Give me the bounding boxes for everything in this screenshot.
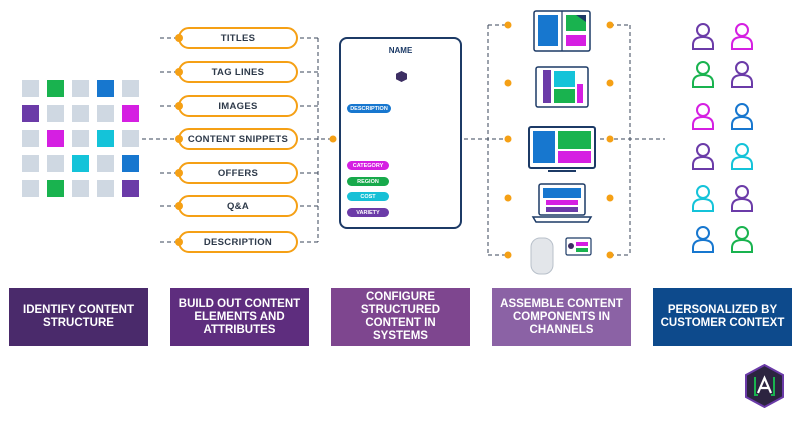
process-step-label: BUILD OUT CONTENT ELEMENTS AND ATTRIBUTE… <box>178 297 301 336</box>
card-tag-cost: COST <box>347 192 389 201</box>
grid-cell <box>122 155 139 172</box>
tablet-layout-icon <box>533 10 591 52</box>
process-step-banner: PERSONALIZED BY CUSTOMER CONTEXT <box>653 288 792 346</box>
grid-cell <box>22 80 39 97</box>
grid-cell <box>97 105 114 122</box>
grid-cell <box>22 155 39 172</box>
grid-cell <box>72 130 89 147</box>
grid-cell <box>22 180 39 197</box>
grid-cell <box>122 105 139 122</box>
customer-icons <box>692 23 753 253</box>
connector-dot-icon <box>175 102 183 110</box>
process-step-banner: BUILD OUT CONTENT ELEMENTS AND ATTRIBUTE… <box>170 288 309 346</box>
customer-person-icon <box>731 185 753 212</box>
process-step-label: ASSEMBLE CONTENT COMPONENTS IN CHANNELS <box>500 297 623 336</box>
connector-dot-icon <box>175 34 183 42</box>
grid-cell <box>122 180 139 197</box>
grid-cell <box>97 180 114 197</box>
grid-cell <box>122 130 139 147</box>
content-element-label: DESCRIPTION <box>203 236 273 248</box>
content-element-label: TAG LINES <box>211 66 265 78</box>
connector-dot-icon <box>175 202 183 210</box>
grid-cell <box>97 130 114 147</box>
customer-person-icon <box>731 143 753 170</box>
content-element-label: OFFERS <box>217 167 259 179</box>
content-element-pill: OFFERS <box>175 162 298 184</box>
connector-dot-icon <box>175 169 183 177</box>
process-step-banner: ASSEMBLE CONTENT COMPONENTS IN CHANNELS <box>492 288 631 346</box>
card-tag-variety: VARIETY <box>347 208 389 217</box>
grid-cell <box>47 130 64 147</box>
grid-cell <box>97 155 114 172</box>
content-structure-grid <box>22 80 139 197</box>
process-step-label: IDENTIFY CONTENT STRUCTURE <box>23 304 134 329</box>
grid-cell <box>47 155 64 172</box>
grid-cell <box>47 80 64 97</box>
laptop-icon <box>531 183 593 223</box>
grid-cell <box>72 180 89 197</box>
content-element-pill: CONTENT SNIPPETS <box>175 128 298 150</box>
structured-content-card: NAME DESCRIPTION CATEGORY REGION COST VA… <box>339 37 462 229</box>
agility-logo-icon <box>745 364 784 408</box>
grid-cell <box>72 155 89 172</box>
connector-dot-icon <box>175 68 183 76</box>
agility-hex-icon <box>396 71 407 82</box>
customer-person-icon <box>692 61 714 88</box>
customer-person-icon <box>731 61 753 88</box>
content-element-pill: TAG LINES <box>175 61 298 83</box>
card-name-label: NAME <box>388 46 413 55</box>
connector-dot-icon <box>175 135 183 143</box>
card-tag-category: CATEGORY <box>347 161 389 170</box>
smart-speaker-icon <box>530 237 592 275</box>
content-element-label: IMAGES <box>218 100 258 112</box>
customer-person-icon <box>731 23 753 50</box>
customer-person-icon <box>692 103 714 130</box>
grid-cell <box>22 130 39 147</box>
grid-cell <box>122 80 139 97</box>
process-step-label: CONFIGURE STRUCTURED CONTENT IN SYSTEMS <box>360 291 441 342</box>
grid-cell <box>47 105 64 122</box>
content-element-pill: DESCRIPTION <box>175 231 298 253</box>
customer-person-icon <box>692 185 714 212</box>
customer-person-icon <box>731 226 753 253</box>
tv-monitor-icon <box>528 126 596 172</box>
content-element-pill: IMAGES <box>175 95 298 117</box>
content-element-label: CONTENT SNIPPETS <box>187 133 289 145</box>
content-element-pill: TITLES <box>175 27 298 49</box>
grid-cell <box>72 80 89 97</box>
content-element-label: Q&A <box>226 200 249 212</box>
customer-person-icon <box>692 23 714 50</box>
process-step-banner: CONFIGURE STRUCTURED CONTENT IN SYSTEMS <box>331 288 470 346</box>
customer-person-icon <box>692 143 714 170</box>
grid-cell <box>97 80 114 97</box>
process-step-banner: IDENTIFY CONTENT STRUCTURE <box>9 288 148 346</box>
grid-cell <box>22 105 39 122</box>
card-tag-region: REGION <box>347 177 389 186</box>
process-step-label: PERSONALIZED BY CUSTOMER CONTEXT <box>660 304 785 329</box>
content-element-label: TITLES <box>220 32 256 44</box>
grid-cell <box>47 180 64 197</box>
card-description-tag: DESCRIPTION <box>347 104 391 113</box>
tablet-portrait-icon <box>535 66 589 108</box>
content-element-pill: Q&A <box>175 195 298 217</box>
customer-person-icon <box>692 226 714 253</box>
connector-dot-icon <box>175 238 183 246</box>
customer-person-icon <box>731 103 753 130</box>
grid-cell <box>72 105 89 122</box>
